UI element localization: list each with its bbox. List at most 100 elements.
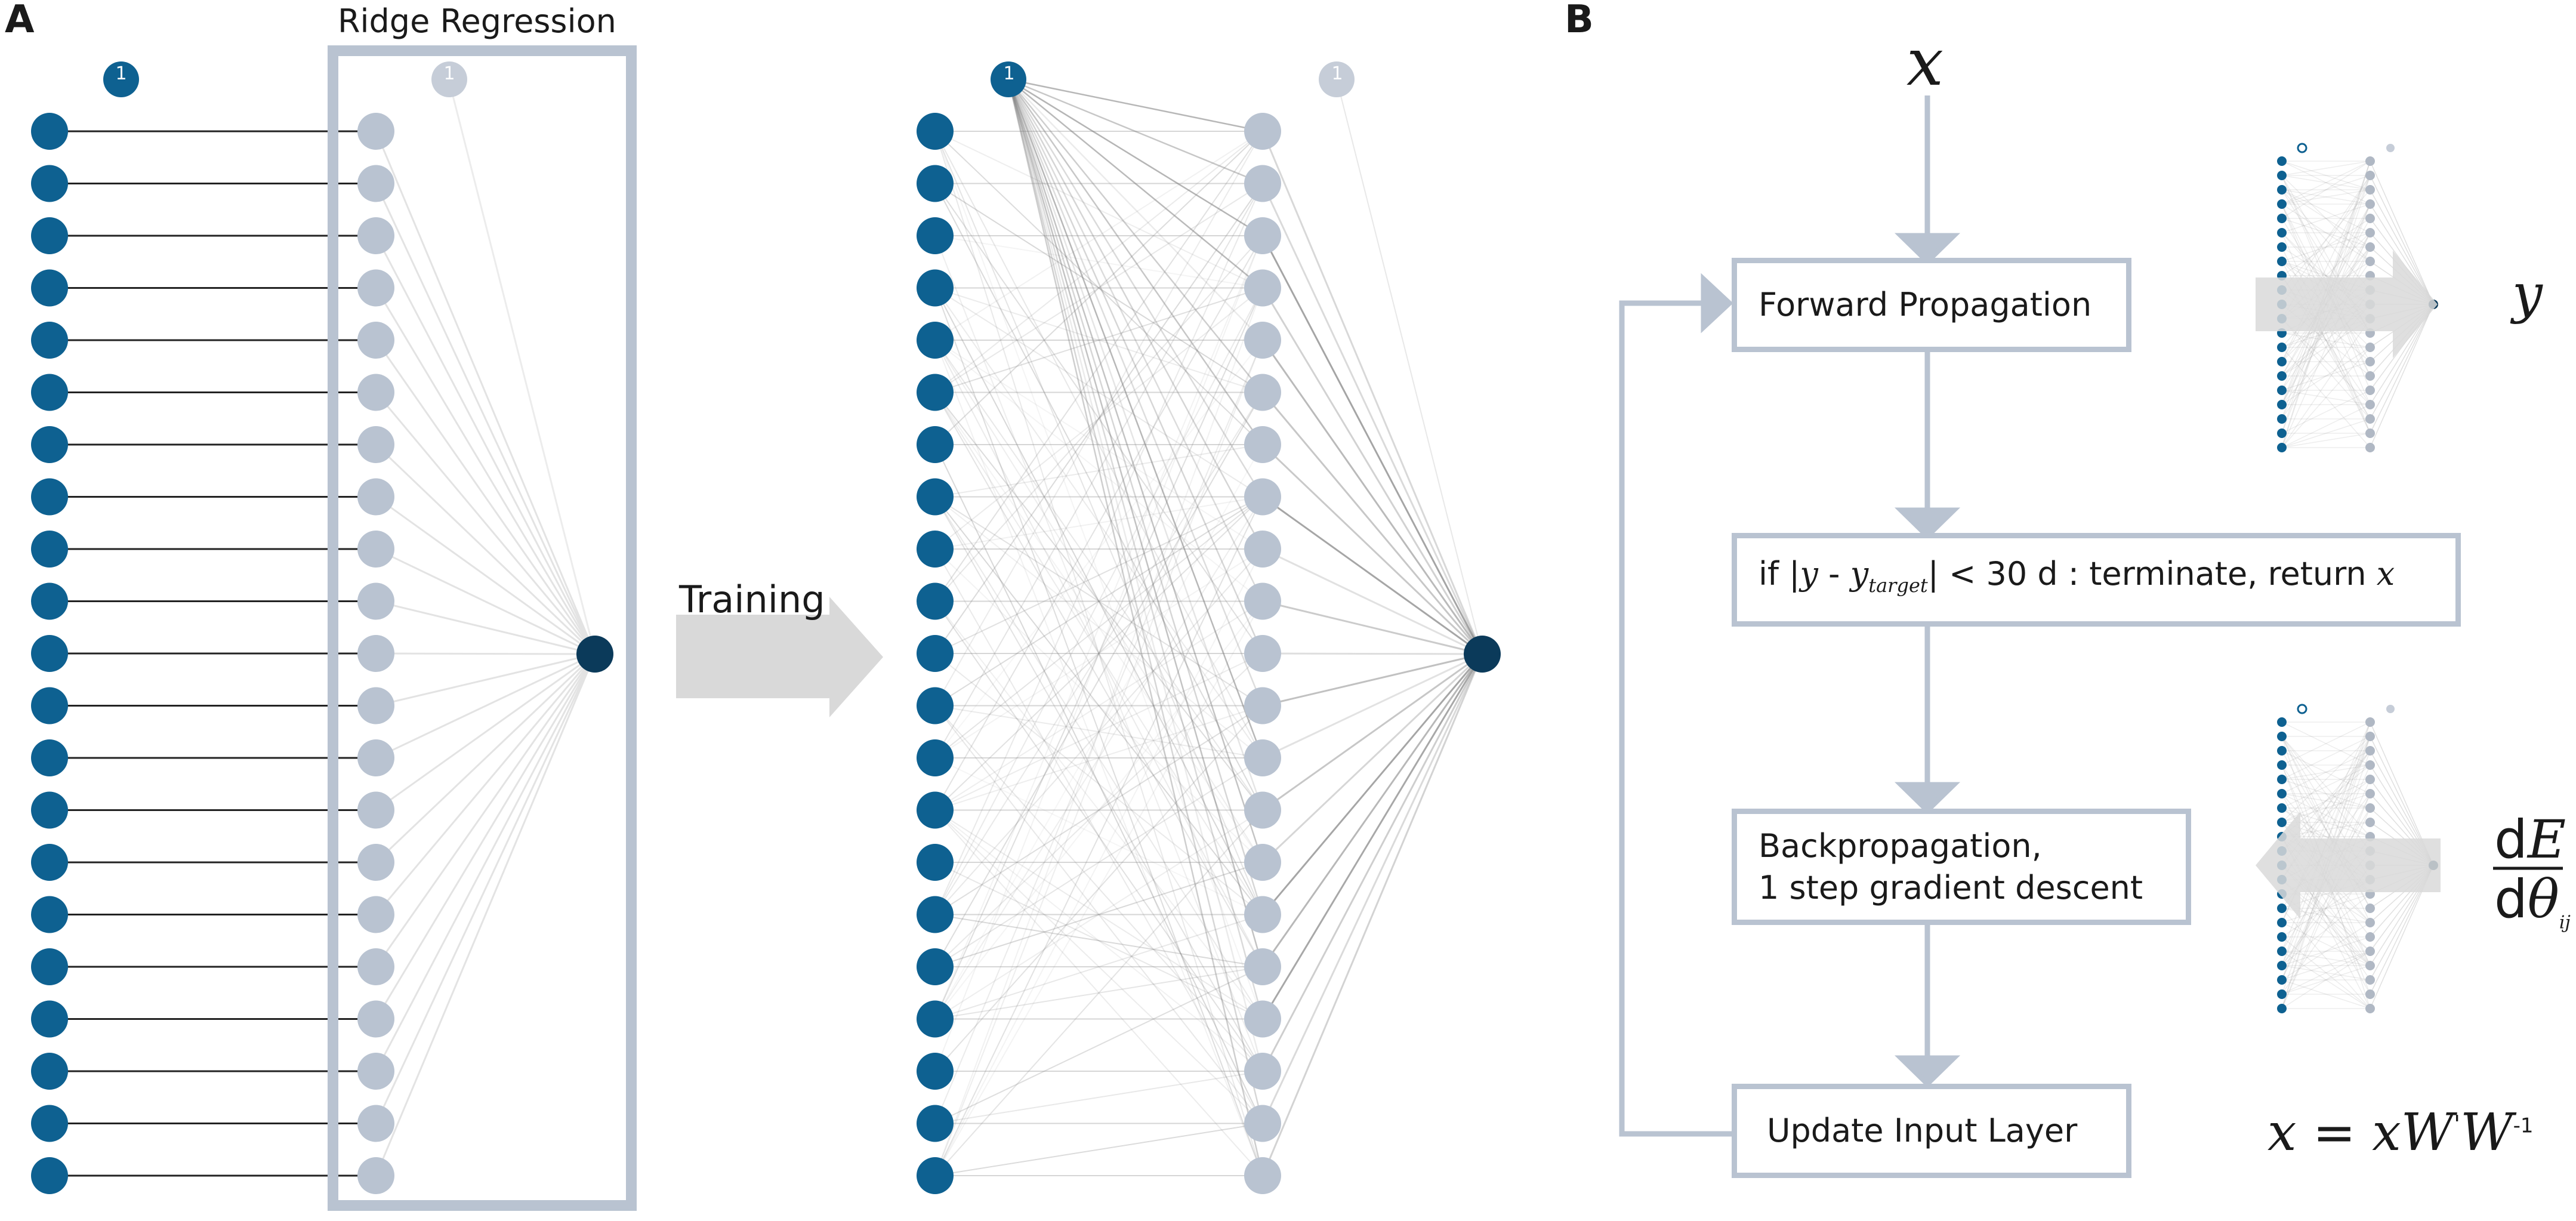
mini-edge [2281,175,2371,190]
mini-input-node [2277,228,2287,238]
mini-hidden-node [2365,228,2375,238]
mini-edge [2281,361,2371,391]
mini-edge [2281,908,2371,1009]
hidden-node [1244,635,1281,672]
hidden-node [357,896,394,933]
right-input-hidden-edge [934,391,1263,915]
input-node [31,426,68,463]
input-node [917,791,954,829]
right-bias-hidden-edge [1007,79,1264,602]
right-hidden-output-edge [1261,653,1483,1020]
mini-edge [2281,318,2371,420]
input-node [917,687,954,724]
right-hidden-output-edge [1261,653,1483,915]
left-hidden-output-edge [375,653,596,759]
mini-hidden-node [2365,818,2375,827]
mini-hidden-node [2365,961,2375,970]
right-bias-hidden-edge [1007,79,1264,706]
mini-edge [2281,736,2371,837]
mini-hidden-node [2365,400,2375,409]
right-input-hidden-edge [934,340,1263,550]
mini-edge [2281,189,2371,205]
right-input-hidden-edge [934,496,1263,811]
mini-edge [2281,175,2371,205]
left-hidden-output-edge [375,653,596,864]
mini-edge [2281,218,2371,248]
mini-hidden-node [2365,156,2375,166]
mini-edge [2281,232,2371,434]
right-input-hidden-edge [934,340,1263,758]
right-hidden-output-edge [1261,653,1483,1072]
input-node [917,896,954,933]
ridge-regression-box [328,45,637,1211]
right-input-hidden-edge [934,131,1263,758]
right-input-hidden-edge [934,340,1263,1176]
right-input-hidden-edge [934,340,1263,967]
termination-condition-box: if |y - ytarget| < 30 d : terminate, ret… [1732,533,2461,627]
mini-hidden-node [2365,746,2375,756]
hidden-node [357,1000,394,1038]
mini-edge [2281,161,2371,219]
right-input-hidden-edge [934,392,1263,967]
mini-edge [2281,318,2371,448]
mini-input-node [2277,386,2287,395]
right-input-hidden-edge [934,288,1263,915]
input-node [31,531,68,568]
mini-output-edge [2370,304,2434,448]
hidden-node [1244,687,1281,724]
right-input-hidden-edge [934,131,1263,445]
left-net-edges [50,79,596,1177]
input-node [917,269,954,307]
hidden-node [1244,582,1281,620]
right-input-hidden-edge [934,131,1263,445]
mini-output-edge [2370,161,2434,305]
right-bias-hidden-edge [1008,78,1263,184]
mini-bias-hidden [2386,144,2395,152]
left-hidden-output-edge [375,548,596,655]
mini-hidden-node [2365,717,2375,727]
input-node [31,1000,68,1038]
mini-hidden-node [2365,343,2375,352]
mini-edge [2281,347,2371,448]
right-bias-hidden-edge [1008,78,1263,237]
right-bias-hidden-edge [1007,79,1264,810]
mini-edge [2281,893,2371,923]
right-input-hidden-edge [934,809,1263,1072]
mini-hidden-node [2365,732,2375,741]
right-hidden-output-edge [1261,235,1483,655]
right-bias-hidden-edge [1007,79,1264,915]
right-hidden-output-edge [1261,653,1483,1176]
mini-input-node [2277,371,2287,381]
right-input-hidden-edge [934,548,1263,863]
left-hidden-output-edge [375,600,596,655]
mini-edge [2281,779,2371,809]
right-input-hidden-edge [934,131,1263,915]
mini-edge [2281,793,2371,1009]
mini-hidden-node [2365,1004,2375,1013]
right-input-hidden-edge [934,757,1263,967]
input-node [917,582,954,620]
mini-hidden-node [2365,386,2375,395]
right-bias-hidden-edge [1007,79,1264,550]
mini-input-node [2277,257,2287,266]
right-input-hidden-edge [934,966,1263,1124]
mini-hidden-node [2365,760,2375,770]
mini-input-node [2277,1004,2287,1013]
left-hidden-output-edge [375,287,596,655]
left-bias-output-edge [448,79,596,655]
hidden-node [1244,1105,1281,1142]
hidden-node [357,217,394,254]
hidden-node [357,635,394,672]
right-bias-hidden-edge [1008,79,1263,393]
bias-label-right-input: 1 [1003,63,1015,84]
right-input-hidden-edge [934,287,1263,498]
input-node [917,374,954,411]
mini-hidden-node [2365,199,2375,209]
mini-edge [2281,232,2371,262]
bias-label-left-hidden: 1 [443,63,455,84]
hidden-node [1244,322,1281,359]
mini-hidden-node [2365,357,2375,366]
mini-input-node [2277,171,2287,180]
right-input-hidden-edge [934,340,1263,811]
